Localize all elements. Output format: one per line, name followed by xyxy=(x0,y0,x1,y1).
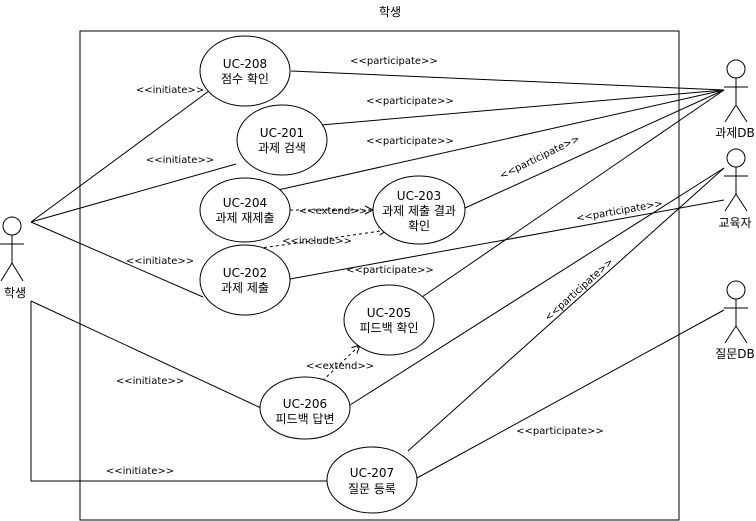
uc-203-name2: 확인 xyxy=(408,219,430,233)
actor-educator[interactable] xyxy=(724,148,748,212)
label-participate-uc201: <<participate>> xyxy=(366,96,454,107)
assoc-uc207-questiondb xyxy=(416,309,725,479)
assoc-uc208-taskdb xyxy=(290,70,725,91)
actor-task-db[interactable] xyxy=(724,59,748,123)
actor-question-db-name: 질문DB xyxy=(715,347,755,361)
uc-206-id: UC-206 xyxy=(283,397,327,411)
label-initiate-uc207: <<initiate>> xyxy=(106,466,174,477)
assoc-student-uc201 xyxy=(30,163,237,223)
actor-student[interactable] xyxy=(0,216,24,282)
label-initiate-uc202: <<initiate>> xyxy=(126,256,194,267)
uc-206[interactable]: UC-206 피드백 답변 xyxy=(259,376,351,440)
assoc-uc205-taskdb xyxy=(421,89,725,298)
assoc-student-uc202 xyxy=(30,221,204,298)
system-title: 학생 xyxy=(379,5,401,19)
uc-203-id: UC-203 xyxy=(397,189,441,203)
uc-204-name: 과제 재제출 xyxy=(215,211,274,225)
uc-205-id: UC-205 xyxy=(367,306,411,320)
uc-204-id: UC-204 xyxy=(223,196,267,210)
assoc-uc203-taskdb xyxy=(464,89,725,209)
assoc-uc204-taskdb xyxy=(277,89,725,191)
assoc-student-uc208 xyxy=(30,87,214,223)
label-participate-uc208: <<participate>> xyxy=(350,56,438,67)
label-participate-uc205: <<participate>> xyxy=(543,257,615,324)
uc-207-id: UC-207 xyxy=(350,466,394,480)
assoc-uc202-educator xyxy=(289,199,725,280)
label-participate-uc202-edu: <<participate>> xyxy=(575,199,663,225)
uc-201[interactable]: UC-201 과제 검색 xyxy=(236,104,328,176)
label-include-uc202: <<include>> xyxy=(282,236,352,247)
label-participate-uc203: <<participate>> xyxy=(498,134,582,182)
uc-201-name: 과제 검색 xyxy=(258,141,306,155)
label-extend-uc204: <<extend>> xyxy=(299,206,367,217)
label-initiate-uc206: <<initiate>> xyxy=(116,376,184,387)
uc-202-id: UC-202 xyxy=(223,266,267,280)
uc-201-id: UC-201 xyxy=(260,126,304,140)
actor-question-db[interactable] xyxy=(724,280,748,344)
uc-203[interactable]: UC-203 과제 제출 결과 확인 xyxy=(372,175,466,245)
uc-204[interactable]: UC-204 과제 재제출 xyxy=(199,177,291,243)
uc-208-name: 점수 확인 xyxy=(221,72,269,86)
system-boundary xyxy=(79,30,680,521)
assoc-uc201-taskdb xyxy=(320,89,725,126)
uc-203-name1: 과제 제출 결과 xyxy=(382,204,456,218)
label-participate-uc207: <<participate>> xyxy=(516,426,604,437)
uc-207[interactable]: UC-207 질문 등록 xyxy=(326,446,418,514)
label-initiate-uc208: <<initiate>> xyxy=(136,85,204,96)
uc-208-id: UC-208 xyxy=(223,57,267,71)
uc-202-name: 과제 제출 xyxy=(221,281,269,295)
actor-task-db-name: 과제DB xyxy=(715,126,755,140)
assoc-uc206-educator xyxy=(349,167,725,406)
assoc-student-uc207 xyxy=(30,301,330,482)
uc-202[interactable]: UC-202 과제 제출 xyxy=(199,244,291,316)
include-uc202-uc203 xyxy=(245,230,387,251)
extend-uc206-uc205 xyxy=(317,345,360,386)
assoc-uc207-educator xyxy=(407,167,725,452)
label-participate-uc202: <<participate>> xyxy=(346,265,434,276)
uc-208[interactable]: UC-208 점수 확인 xyxy=(199,35,291,107)
actor-student-name: 학생 xyxy=(4,286,26,300)
uc-206-name: 피드백 답변 xyxy=(275,412,334,426)
actor-educator-name: 교육자 xyxy=(718,216,751,230)
label-participate-uc204: <<participate>> xyxy=(366,136,454,147)
uc-205[interactable]: UC-205 피드백 확인 xyxy=(343,284,435,356)
uc-207-name: 질문 등록 xyxy=(348,482,396,496)
label-extend-uc206: <<extend>> xyxy=(306,361,374,372)
assoc-student-uc206 xyxy=(30,300,262,409)
label-initiate-uc201: <<initiate>> xyxy=(146,155,214,166)
uc-205-name: 피드백 확인 xyxy=(359,321,418,335)
